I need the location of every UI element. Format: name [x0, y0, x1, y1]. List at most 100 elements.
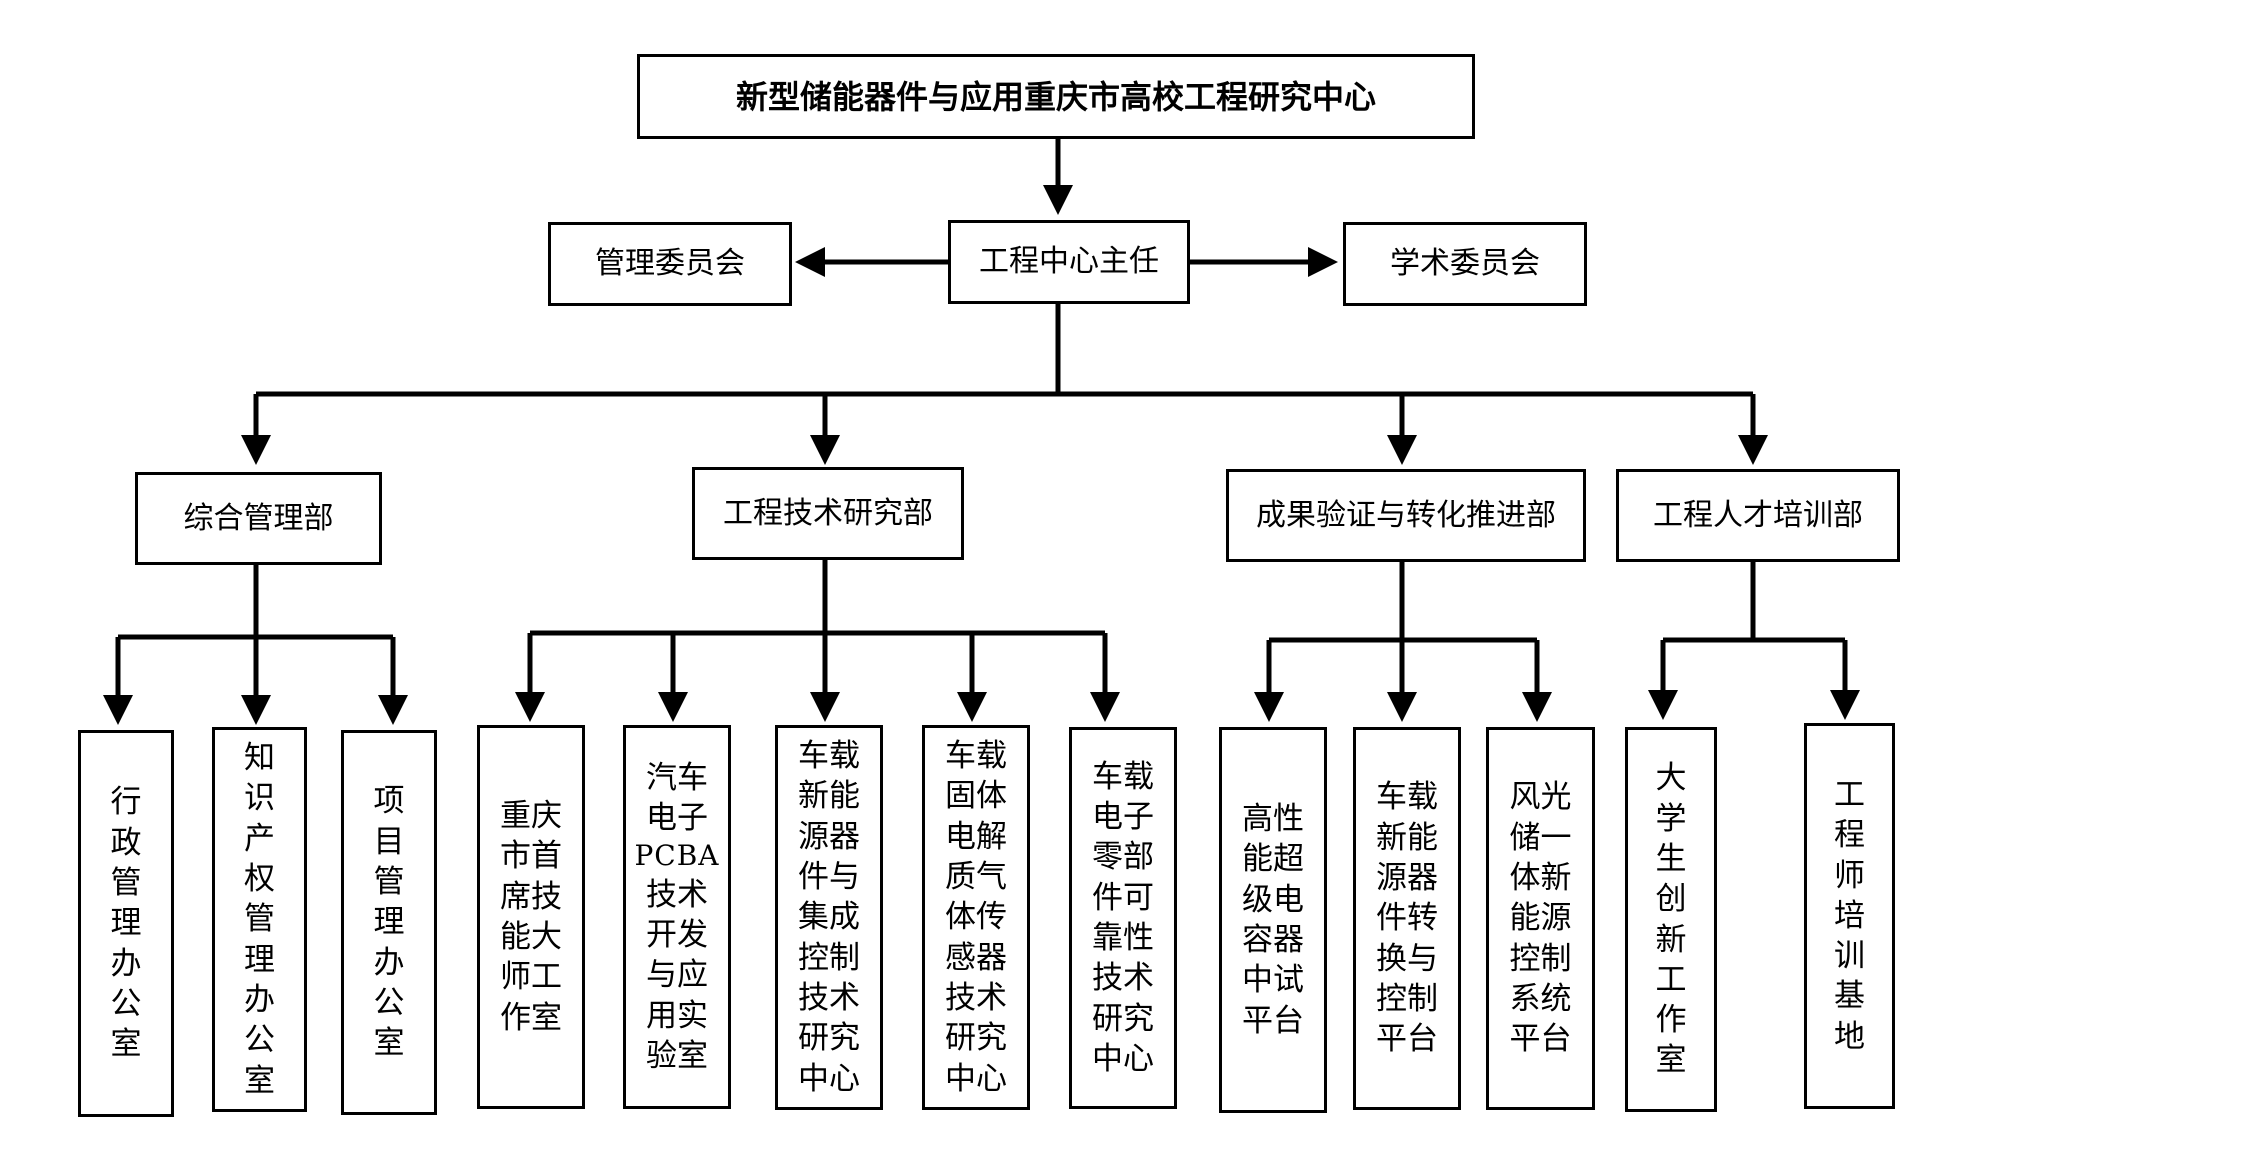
unit-text-line: 容器	[1242, 922, 1304, 958]
unit-reliability-center: 车载电子零部件可靠性技术研究中心	[1069, 727, 1177, 1109]
unit-text-line: 中心	[798, 1060, 860, 1097]
unit-text: 车载电子零部件可靠性技术研究中心	[1092, 757, 1154, 1079]
unit-text-line: 高性	[1242, 801, 1304, 838]
unit-text-line: 工	[1655, 961, 1687, 998]
unit-text-line: 车载	[1376, 779, 1438, 816]
unit-text-line: 生	[1655, 840, 1687, 877]
management-committee-box: 管理委员会	[548, 222, 792, 306]
unit-text-line: 新能	[1376, 819, 1438, 856]
unit-text: 工程师培训基地	[1834, 775, 1865, 1057]
unit-text-line: 地	[1834, 1018, 1865, 1055]
unit-text-line: 公	[110, 985, 142, 1022]
unit-text: 项目管理办公室	[374, 781, 405, 1063]
unit-text-line: 源器	[798, 818, 860, 855]
unit-text-line: 质气	[945, 859, 1007, 896]
academic-committee-box: 学术委员会	[1343, 222, 1587, 306]
dept-general-management: 综合管理部	[135, 472, 382, 565]
unit-text-line: 理	[373, 904, 405, 941]
unit-text-line: 能源	[1509, 900, 1572, 937]
unit-text: 风光储一体新能源控制系统平台	[1510, 777, 1572, 1059]
unit-text-line: 级电	[1242, 881, 1304, 918]
unit-text-line: 项	[373, 783, 405, 820]
unit-text-line: 作室	[500, 999, 562, 1036]
unit-text-line: 件可	[1092, 879, 1154, 916]
unit-text-line: 体新	[1509, 860, 1572, 897]
unit-admin-office: 行政管理办公室	[78, 730, 174, 1117]
unit-text-line: 源器	[1376, 860, 1438, 897]
unit-text-line: 电子	[1092, 799, 1154, 836]
center-title-box: 新型储能器件与应用重庆市高校工程研究中心	[637, 54, 1475, 139]
unit-text-line: 师	[1834, 857, 1865, 894]
unit-text-line: 大	[1655, 760, 1687, 797]
unit-energy-device-center: 车载新能源器件与集成控制技术研究中心	[775, 725, 883, 1110]
unit-text-line: 控制	[1376, 980, 1438, 1017]
unit-text-line: 师工	[500, 959, 562, 996]
unit-text-line: 集成	[798, 899, 860, 936]
unit-text: 车载固体电解质气体传感器技术研究中心	[945, 736, 1007, 1099]
unit-text-line: 研究	[798, 1020, 860, 1057]
unit-text-line: 工	[1834, 776, 1865, 813]
unit-text-line: 平台	[1376, 1021, 1438, 1058]
unit-gas-sensor-center: 车载固体电解质气体传感器技术研究中心	[922, 725, 1030, 1110]
unit-text-line: 靠性	[1092, 920, 1154, 956]
unit-text-line: 室	[373, 1025, 405, 1062]
unit-text-line: 基	[1834, 978, 1865, 1015]
unit-text: 行政管理办公室	[111, 782, 142, 1064]
unit-text-line: 感器	[945, 939, 1007, 976]
unit-text: 车载新能源器件转换与控制平台	[1376, 777, 1438, 1059]
unit-text-line: 权	[244, 861, 275, 898]
unit-text-line: 控制	[798, 939, 860, 976]
unit-text-line: 重庆	[500, 798, 562, 835]
unit-text-line: 风光	[1509, 779, 1572, 816]
unit-text-line: 平台	[1242, 1002, 1304, 1039]
unit-text-line: 车载	[1092, 758, 1154, 795]
unit-text: 大学生创新工作室	[1656, 758, 1687, 1080]
unit-text-line: 作	[1655, 1002, 1687, 1039]
unit-text-line: 席技	[500, 878, 562, 915]
unit-text-line: 管	[373, 864, 405, 901]
unit-text-line: 平台	[1509, 1021, 1572, 1058]
unit-text-line: 体传	[945, 899, 1007, 936]
unit-text-line: 目	[373, 823, 405, 860]
unit-text-line: 研究	[1092, 1000, 1154, 1037]
unit-wind-solar-storage-platform: 风光储一体新能源控制系统平台	[1486, 727, 1595, 1110]
unit-text-line: 识	[244, 780, 275, 817]
unit-text-line: 车载	[945, 738, 1007, 775]
dept-result-validation: 成果验证与转化推进部	[1226, 469, 1586, 562]
unit-text-line: 公	[244, 1022, 275, 1059]
unit-text-line: 政	[110, 824, 142, 861]
unit-text-line: 能超	[1242, 841, 1304, 878]
unit-text-line: 零部	[1092, 839, 1154, 876]
unit-text-line: 车载	[798, 738, 860, 775]
unit-text-line: 控制	[1509, 940, 1572, 977]
dept-talent-training: 工程人才培训部	[1616, 469, 1900, 562]
unit-text-line: 储一	[1509, 819, 1572, 856]
unit-text-line: 研究	[945, 1020, 1007, 1057]
unit-text-line: 室	[244, 1062, 275, 1099]
dept-engineering-research: 工程技术研究部	[692, 467, 964, 560]
unit-text-line: 技术	[945, 979, 1007, 1016]
unit-text-line: 室	[110, 1026, 142, 1063]
unit-text-line: 学	[1655, 800, 1687, 837]
unit-text-line: 能大	[500, 919, 562, 955]
unit-text-line: PCBA	[634, 839, 720, 873]
unit-text-line: 培	[1834, 897, 1865, 934]
unit-text-line: 产	[244, 820, 275, 857]
unit-text: 车载新能源器件与集成控制技术研究中心	[798, 736, 860, 1099]
unit-text-line: 办	[244, 981, 275, 1018]
unit-text-line: 验室	[646, 1037, 708, 1074]
unit-text-line: 电子	[646, 800, 708, 837]
unit-student-innovation-studio: 大学生创新工作室	[1625, 727, 1717, 1112]
unit-text-line: 件与	[798, 859, 860, 896]
unit-text: 高性能超级电容器中试平台	[1242, 799, 1304, 1041]
unit-text-line: 管	[110, 865, 142, 902]
unit-text-line: 用实	[646, 997, 708, 1034]
unit-text-line: 知	[244, 740, 275, 777]
unit-text-line: 行	[110, 784, 142, 821]
unit-text-line: 新	[1655, 921, 1687, 958]
unit-text-line: 开发	[646, 917, 708, 954]
unit-text-line: 公	[373, 984, 405, 1021]
